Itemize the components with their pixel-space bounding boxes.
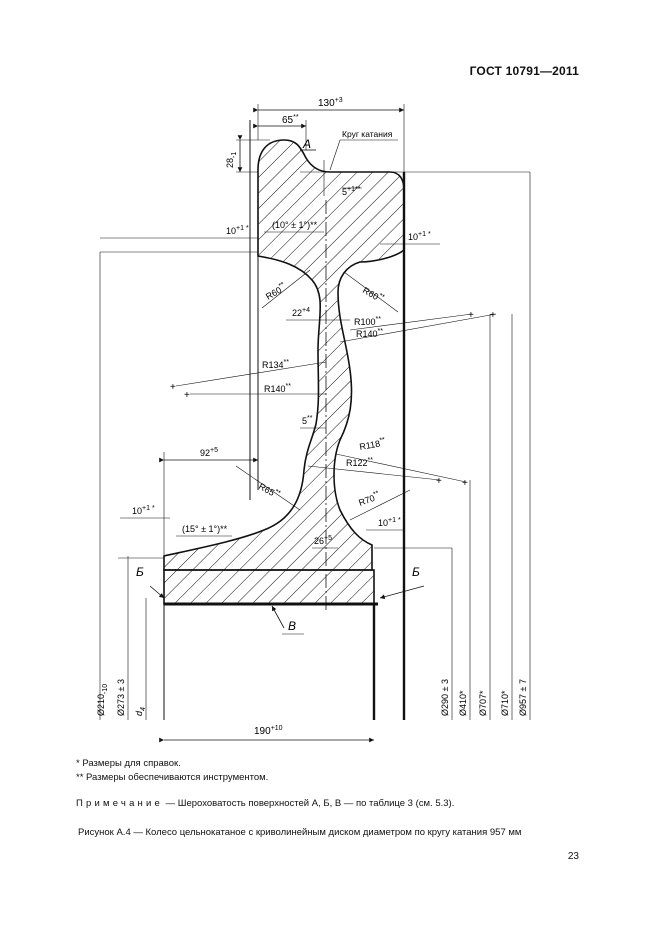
dim-d-273: Ø273 ± 3 (116, 679, 126, 716)
svg-text:+: + (436, 476, 442, 487)
dim-10-right: 10+1 * (408, 231, 431, 242)
dim-190: 190+10 (254, 725, 283, 737)
note-prefix: Примечание (76, 798, 163, 809)
dim-10-hub: 10+1 * (132, 505, 155, 516)
footnote-reference: * Размеры для справок. (76, 758, 181, 769)
roughness-note: Примечание — Шероховатость поверхностей … (76, 798, 454, 809)
page-number: 23 (567, 851, 579, 862)
dim-d4: d4 (134, 707, 147, 716)
svg-text:+: + (490, 310, 496, 321)
dim-flange-height: 28-1 (225, 152, 238, 168)
svg-text:+: + (462, 478, 468, 489)
label-surface-b-right: Б (412, 565, 420, 579)
dim-10-hub-right: 10+1 * (378, 517, 401, 528)
wheel-profile (163, 139, 405, 571)
dim-26: 26+5 (314, 535, 332, 546)
label-surface-b-left: Б (136, 565, 144, 579)
dim-r140-lower: R140** (264, 383, 291, 394)
label-section-a: А (302, 137, 311, 151)
dim-d-bore: Ø210-10 (96, 684, 109, 716)
dim-10-left: 10+1 * (226, 225, 249, 236)
dim-flange-offset: 65** (282, 114, 299, 126)
dim-d-957: Ø957 ± 7 (518, 679, 528, 716)
note-text: — Шероховатость поверхностей А, Б, В — п… (163, 798, 455, 809)
hub-bore-band (163, 569, 375, 605)
dim-d-290: Ø290 ± 3 (440, 679, 450, 716)
dim-r134: R134** (262, 359, 289, 370)
dim-angle-10-upper: (10° ± 1°)** (272, 220, 318, 230)
dim-r100: R100** (354, 316, 381, 327)
svg-text:+: + (468, 310, 474, 321)
wheel-cross-section-drawing: 130+3 65** А Круг катания 28-1 5+1** (10… (96, 97, 531, 743)
dim-d-410: Ø410* (458, 690, 468, 716)
figure-caption: Рисунок А.4 — Колесо цельнокатаное с кри… (78, 827, 522, 838)
dim-r122: R122** (346, 457, 373, 468)
dim-5b: 5** (302, 415, 313, 426)
dim-22: 22+4 (292, 307, 310, 318)
dim-d-710: Ø710* (500, 690, 510, 716)
standard-number: ГОСТ 10791—2011 (469, 64, 579, 78)
svg-text:+: + (170, 382, 176, 393)
footnote-tooling: ** Размеры обеспечиваются инструментом. (76, 772, 269, 783)
dim-r60-left: R60** (264, 281, 289, 302)
dim-r70: R70** (357, 490, 382, 508)
dim-d-707: Ø707* (478, 690, 488, 716)
dim-width-top: 130+3 (318, 97, 343, 109)
dim-92: 92+5 (200, 447, 218, 458)
dim-r140-upper: R140** (356, 328, 383, 339)
dim-r118: R118** (358, 437, 386, 452)
dim-5: 5+1** (342, 186, 361, 197)
label-surface-v: В (288, 619, 296, 633)
svg-text:+: + (184, 390, 190, 401)
dim-angle-15: (15° ± 1°)** (182, 524, 228, 534)
label-rolling-circle: Круг катания (342, 129, 393, 139)
